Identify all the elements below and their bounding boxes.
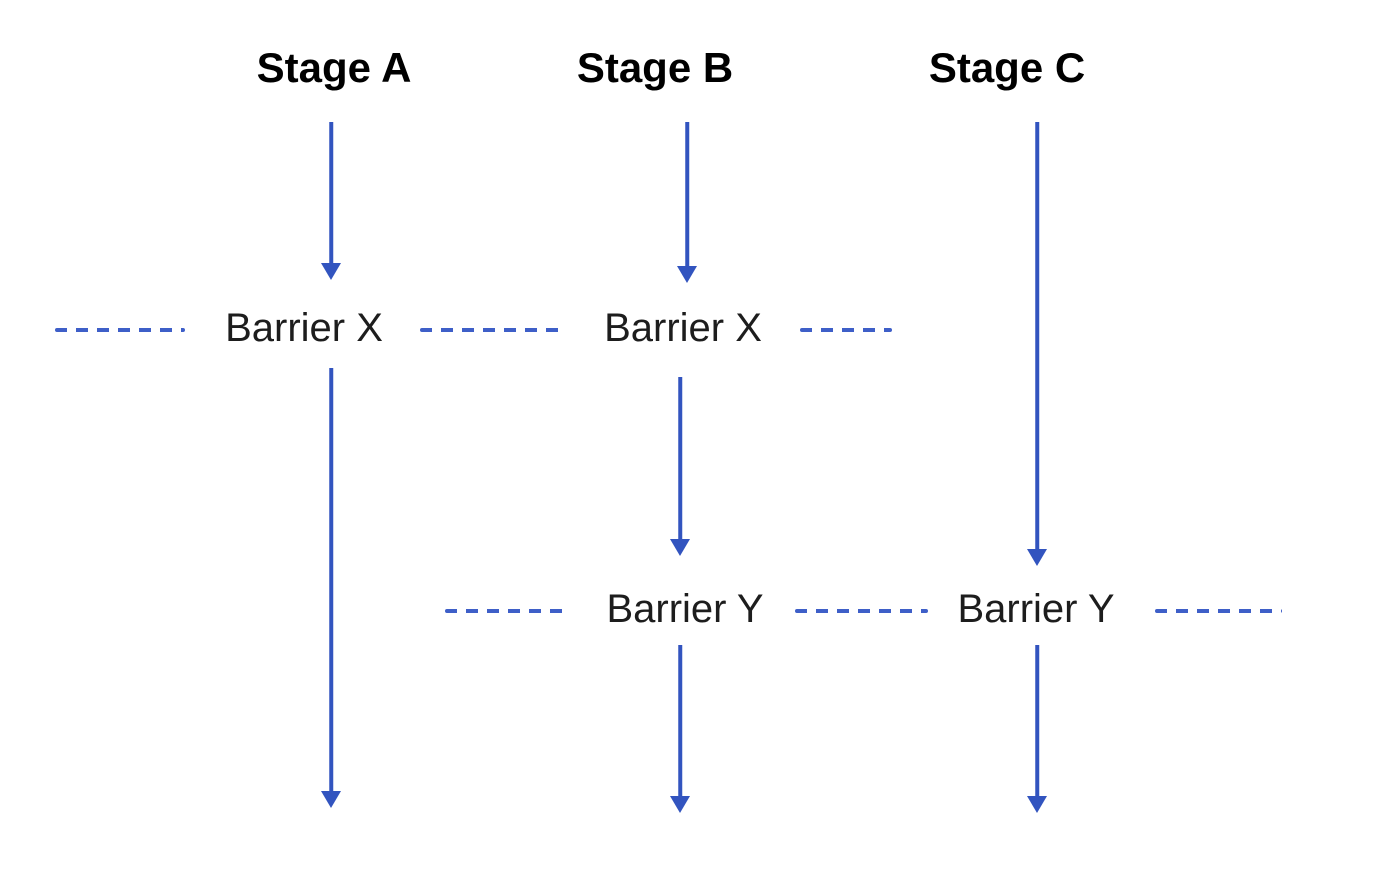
arrow-shaft — [329, 122, 333, 267]
arrow-shaft — [685, 122, 689, 270]
arrow-shaft — [678, 377, 682, 543]
barrier-y-label-stage-c: Barrier Y — [957, 587, 1115, 631]
arrow-down-icon — [321, 263, 341, 280]
barrier-x-label-stage-b: Barrier X — [604, 306, 762, 350]
arrow-shaft — [329, 368, 333, 795]
arrow-down-icon — [1027, 549, 1047, 566]
stage-b-label: Stage B — [576, 44, 734, 91]
barrier-y-dashed-line-right — [1155, 609, 1282, 613]
stage-a-arrow-to-bottom — [320, 368, 342, 808]
stage-b-arrow-to-barrier-x — [676, 122, 698, 283]
stage-c-label: Stage C — [928, 44, 1086, 91]
arrow-down-icon — [670, 796, 690, 813]
arrow-shaft — [1035, 645, 1039, 800]
barrier-y-dashed-line-left — [445, 609, 570, 613]
stage-a-arrow-to-barrier-x — [320, 122, 342, 280]
stage-c-arrow-to-barrier-y — [1026, 122, 1048, 566]
barrier-x-dashed-line-right — [800, 328, 892, 332]
arrow-shaft — [678, 645, 682, 800]
arrow-down-icon — [670, 539, 690, 556]
arrow-down-icon — [677, 266, 697, 283]
barrier-x-dashed-line-left — [55, 328, 185, 332]
barrier-x-dashed-line-middle — [420, 328, 567, 332]
stage-c-arrow-to-bottom — [1026, 645, 1048, 813]
arrow-shaft — [1035, 122, 1039, 553]
barrier-y-dashed-line-middle — [795, 609, 928, 613]
stage-b-arrow-to-barrier-y — [669, 377, 691, 556]
arrow-down-icon — [1027, 796, 1047, 813]
barrier-y-label-stage-b: Barrier Y — [606, 587, 764, 631]
stage-a-label: Stage A — [256, 44, 412, 91]
arrow-down-icon — [321, 791, 341, 808]
barrier-x-label-stage-a: Barrier X — [225, 306, 383, 350]
stage-b-arrow-to-bottom — [669, 645, 691, 813]
